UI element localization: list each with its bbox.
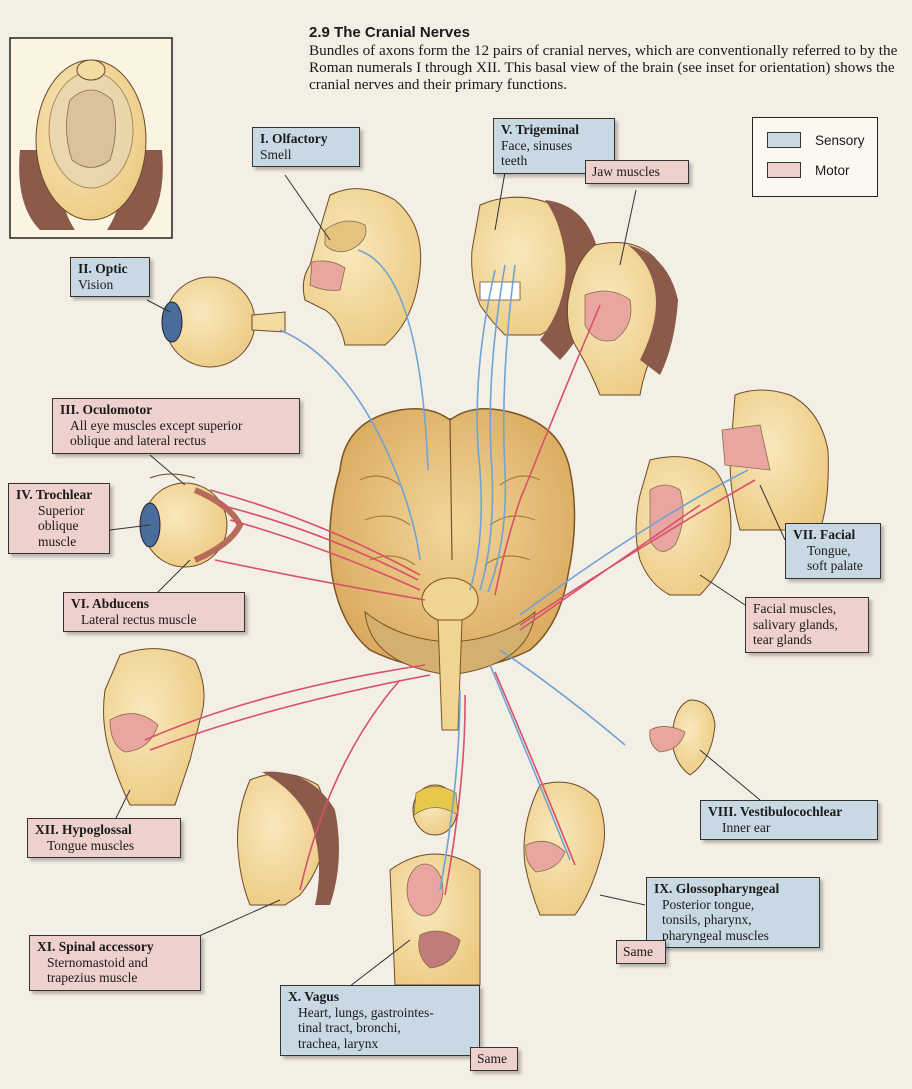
facial-function-1: Tongue, — [793, 543, 873, 559]
glossopharyngeal-function-3: pharyngeal muscles — [654, 928, 812, 944]
glossopharyngeal-motor-function: Same — [623, 944, 659, 960]
figure-title: The Cranial Nerves — [334, 24, 470, 41]
spinal-accessory-head-illustration — [238, 772, 340, 905]
vestibulocochlear-name: VIII. Vestibulocochlear — [708, 804, 870, 820]
trochlear-function-3: muscle — [16, 534, 102, 550]
vestibulocochlear-function: Inner ear — [708, 820, 870, 836]
facial-function-2: soft palate — [793, 558, 873, 574]
legend-motor-label: Motor — [815, 163, 850, 178]
oculomotor-function-1: All eye muscles except superior — [60, 418, 292, 434]
trochlear-name: IV. Trochlear — [16, 487, 102, 503]
eye-illustration — [162, 277, 285, 367]
hypoglossal-head-illustration — [104, 649, 204, 805]
hypoglossal-function: Tongue muscles — [35, 838, 173, 854]
spinal-accessory-name: XI. Spinal accessory — [37, 939, 193, 955]
ear-illustration — [650, 700, 715, 775]
glossopharyngeal-function-2: tonsils, pharynx, — [654, 912, 812, 928]
facial-name: VII. Facial — [793, 527, 873, 543]
glossopharyngeal-function-1: Posterior tongue, — [654, 897, 812, 913]
trochlear-label: IV. Trochlear Superior oblique muscle — [8, 483, 110, 554]
spinal-accessory-function-1: Sternomastoid and — [37, 955, 193, 971]
abducens-label: VI. Abducens Lateral rectus muscle — [63, 592, 245, 632]
motor-swatch — [767, 162, 801, 178]
inset-head-illustration — [10, 38, 172, 238]
caption-text: Bundles of axons form the 12 pairs of cr… — [309, 42, 899, 93]
facial-motor-3: tear glands — [753, 632, 861, 648]
glossopharyngeal-motor-label: Same — [616, 940, 666, 964]
optic-label: II. Optic Vision — [70, 257, 150, 297]
facial-motor-1: Facial muscles, — [753, 601, 861, 617]
spinal-accessory-function-2: trapezius muscle — [37, 970, 193, 986]
hypoglossal-label: XII. Hypoglossal Tongue muscles — [27, 818, 181, 858]
optic-name: II. Optic — [78, 261, 142, 277]
facial-ear-head-illustration — [722, 390, 828, 530]
vagus-motor-label: Same — [470, 1047, 518, 1071]
vagus-motor-function: Same — [477, 1051, 511, 1067]
sensory-swatch — [767, 132, 801, 148]
legend: Sensory Motor — [752, 117, 878, 197]
jaw-muscles-head-illustration — [567, 243, 678, 396]
oculomotor-name: III. Oculomotor — [60, 402, 292, 418]
eye-muscles-illustration — [140, 474, 240, 567]
trigeminal-motor-function: Jaw muscles — [592, 164, 682, 180]
oculomotor-label: III. Oculomotor All eye muscles except s… — [52, 398, 300, 454]
oculomotor-function-2: oblique and lateral rectus — [60, 433, 292, 449]
olfactory-name: I. Olfactory — [260, 131, 352, 147]
caption-title: 2.9 The Cranial Nerves — [309, 24, 899, 41]
legend-motor: Motor — [767, 162, 850, 178]
facial-label: VII. Facial Tongue, soft palate — [785, 523, 881, 579]
trigeminal-function-1: Face, sinuses — [501, 138, 607, 154]
vagus-torso-illustration — [390, 785, 480, 985]
optic-function: Vision — [78, 277, 142, 293]
abducens-function: Lateral rectus muscle — [71, 612, 237, 628]
facial-motor-2: salivary glands, — [753, 617, 861, 633]
figure-caption: 2.9 The Cranial Nerves Bundles of axons … — [309, 24, 899, 93]
figure-number: 2.9 — [309, 24, 330, 41]
facial-motor-label: Facial muscles, salivary glands, tear gl… — [745, 597, 869, 653]
hypoglossal-name: XII. Hypoglossal — [35, 822, 173, 838]
glossopharyngeal-name: IX. Glossopharyngeal — [654, 881, 812, 897]
vagus-function-1: Heart, lungs, gastrointes- — [288, 1005, 472, 1021]
glossopharyngeal-label: IX. Glossopharyngeal Posterior tongue, t… — [646, 877, 820, 948]
trochlear-function-1: Superior — [16, 503, 102, 519]
olfactory-function: Smell — [260, 147, 352, 163]
vagus-function-3: trachea, larynx — [288, 1036, 472, 1052]
trigeminal-name: V. Trigeminal — [501, 122, 607, 138]
trochlear-function-2: oblique — [16, 518, 102, 534]
olfactory-label: I. Olfactory Smell — [252, 127, 360, 167]
olfactory-head-illustration — [303, 189, 420, 345]
trigeminal-motor-label: Jaw muscles — [585, 160, 689, 184]
vagus-function-2: tinal tract, bronchi, — [288, 1020, 472, 1036]
vagus-name: X. Vagus — [288, 989, 472, 1005]
spinal-accessory-label: XI. Spinal accessory Sternomastoid and t… — [29, 935, 201, 991]
vagus-label: X. Vagus Heart, lungs, gastrointes- tina… — [280, 985, 480, 1056]
glossopharyngeal-head-illustration — [524, 782, 605, 915]
legend-sensory-label: Sensory — [815, 133, 865, 148]
vestibulocochlear-label: VIII. Vestibulocochlear Inner ear — [700, 800, 878, 840]
abducens-name: VI. Abducens — [71, 596, 237, 612]
legend-sensory: Sensory — [767, 132, 865, 148]
